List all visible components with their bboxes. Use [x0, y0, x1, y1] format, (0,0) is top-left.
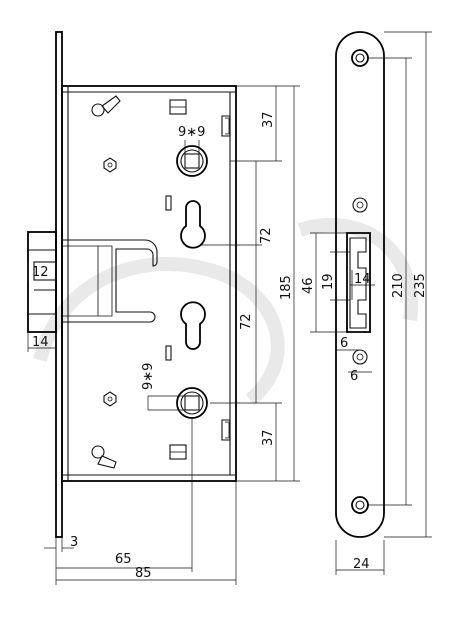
pin-top-left — [91, 95, 121, 117]
dim-cyl-spacing-top: 72 — [259, 227, 274, 244]
pin-bottom-left — [91, 445, 117, 469]
dim-strike-width: 3 — [70, 535, 78, 550]
cylinder-hole-bottom — [180, 301, 206, 350]
dim-cyl-spacing-bottom: 72 — [239, 313, 254, 330]
follower-bottom — [176, 387, 208, 419]
screw-hole-mid-bottom — [352, 349, 368, 365]
dim-offset-b: 6 — [350, 369, 358, 384]
dim-square-top: 9∗9 — [178, 125, 205, 140]
dim-faceplate-height: 235 — [413, 273, 428, 298]
dim-square-bottom: 9∗9 — [141, 363, 156, 390]
dim-latch-inner: 19 — [321, 273, 336, 290]
bolt-mechanism — [62, 239, 158, 323]
screw-hole-mid-top — [352, 197, 368, 213]
follower-top — [176, 145, 208, 177]
dim-faceplate-width: 24 — [353, 557, 370, 572]
dim-follower-top: 37 — [261, 111, 276, 128]
screw-hole-bottom — [351, 496, 369, 514]
lock-case — [61, 85, 237, 482]
case-mount-top — [221, 115, 231, 137]
dim-follower-bottom: 37 — [261, 429, 276, 446]
dim-bolt-throw: 14 — [32, 335, 49, 350]
dim-backset: 65 — [115, 552, 132, 567]
hex-nut-bottom — [103, 391, 117, 407]
dimension-labels: 3 65 85 12 14 37 72 185 72 37 9∗9 9∗9 24… — [32, 111, 428, 581]
dim-case-height: 185 — [279, 275, 294, 300]
cylinder-hole-top — [180, 200, 206, 249]
case-mount-bottom — [221, 419, 231, 441]
dim-latch-height: 46 — [301, 277, 316, 294]
dim-bolt-height: 12 — [32, 265, 49, 280]
dim-offset-a: 6 — [340, 336, 348, 351]
dim-latch-depth: 14 — [354, 272, 371, 287]
dimension-lines — [27, 31, 432, 585]
dim-case-width: 85 — [135, 566, 152, 581]
lock-side-view — [27, 31, 237, 538]
screw-hole-top — [351, 49, 369, 67]
hex-nut-top — [103, 157, 117, 173]
dim-screw-pitch: 210 — [391, 273, 406, 298]
watermark — [33, 217, 419, 406]
